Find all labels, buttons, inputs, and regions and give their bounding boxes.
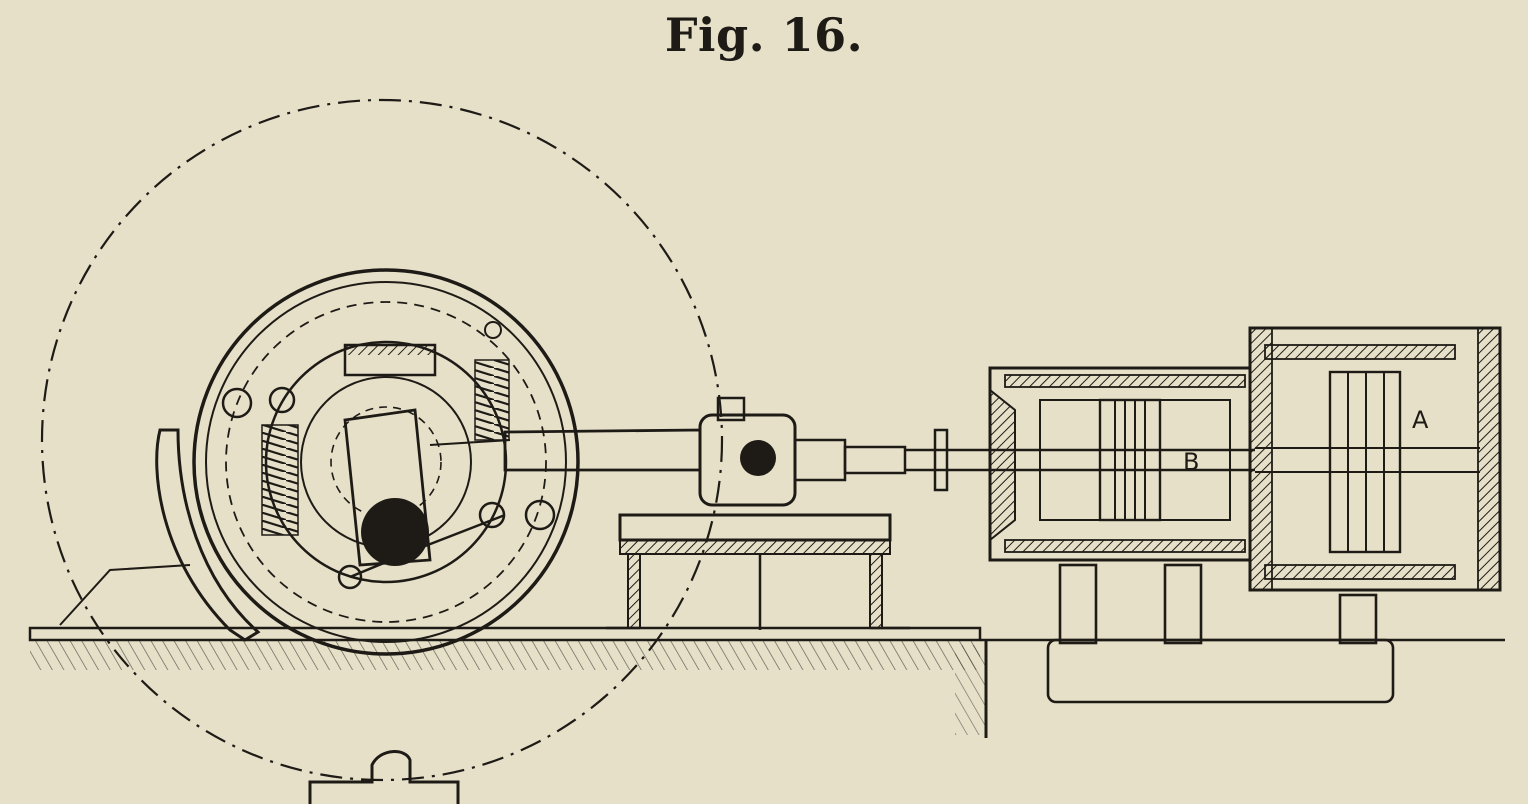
guide-pedestal [606,513,910,630]
piston-rod [905,428,1480,492]
ground-base [28,626,1505,738]
wheel-shield [155,428,261,642]
flywheel-outline [40,98,724,782]
crank-pin [361,498,429,566]
left-spring [261,424,299,536]
brake-drum [192,268,580,656]
label-a: A [1412,406,1429,434]
label-b: B [1183,448,1199,476]
crosshead [698,396,907,507]
figure-title: Fig. 16. [664,8,864,62]
cylinder-a: A [1248,326,1502,592]
right-spring [474,359,510,441]
cylinder-supports [1046,563,1395,704]
cylinder-b: B [988,366,1252,562]
lower-pedestal [308,750,460,804]
